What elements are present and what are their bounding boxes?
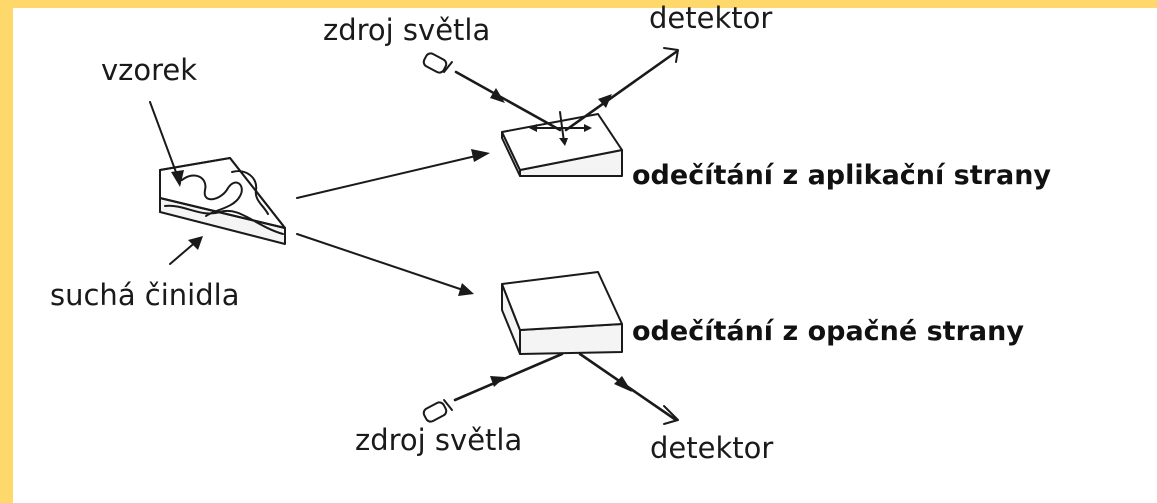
incident-beam-bottom-head	[490, 376, 505, 387]
label-light-source-top: zdroj světla	[323, 13, 490, 47]
label-light-source-bottom: zdroj světla	[355, 423, 522, 457]
arrow-to-opposite-side	[296, 233, 464, 291]
scatter-vertical	[559, 111, 565, 143]
reagent-pointer-arrowhead	[188, 236, 203, 250]
scatter-left-head	[529, 124, 537, 132]
label-reading-application-side: odečítání z aplikační strany	[632, 160, 1051, 191]
incident-beam-top-head	[490, 88, 505, 103]
flashlight-lens-top	[443, 61, 453, 73]
sample-strip	[159, 157, 286, 245]
label-detector-bottom: detektor	[650, 431, 773, 465]
flashlight-body-top	[422, 52, 448, 74]
scatter-right-head	[584, 124, 592, 132]
frame-border-top	[0, 0, 1157, 8]
scatter-down-head	[559, 138, 568, 146]
sample-pointer-arrowhead	[171, 170, 184, 187]
reflected-beam-top-head	[598, 94, 612, 108]
strip-top-outline	[159, 157, 286, 229]
flashlight-body-bottom	[422, 401, 448, 423]
flashlight-lens-bottom	[443, 399, 453, 411]
incident-beam-top	[454, 70, 562, 132]
detector-arrow-icon	[663, 47, 679, 63]
reflected-beam-bottom-head	[614, 376, 632, 392]
arrow-to-opposite-side-head	[458, 283, 474, 296]
upper-reader-block	[501, 111, 623, 177]
label-detector-top: detektor	[649, 1, 772, 35]
label-reading-opposite-side: odečítání z opačné strany	[632, 316, 1024, 347]
lower-reader-block	[501, 271, 623, 355]
flashlight-icon	[422, 399, 453, 423]
arrow-to-application-side	[296, 154, 481, 199]
sample-blob	[181, 174, 243, 217]
reflected-beam-top	[564, 50, 678, 132]
label-sample: vzorek	[101, 53, 197, 87]
incident-beam-bottom	[453, 352, 564, 402]
arrow-to-application-side-head	[471, 149, 490, 162]
label-dry-reagents: suchá činidla	[50, 278, 239, 312]
lower-block-top	[501, 271, 623, 331]
flashlight-icon	[422, 52, 453, 74]
detector-arrow-icon	[663, 405, 679, 425]
sample-pointer-line	[149, 101, 181, 184]
frame-border-left	[0, 0, 13, 503]
